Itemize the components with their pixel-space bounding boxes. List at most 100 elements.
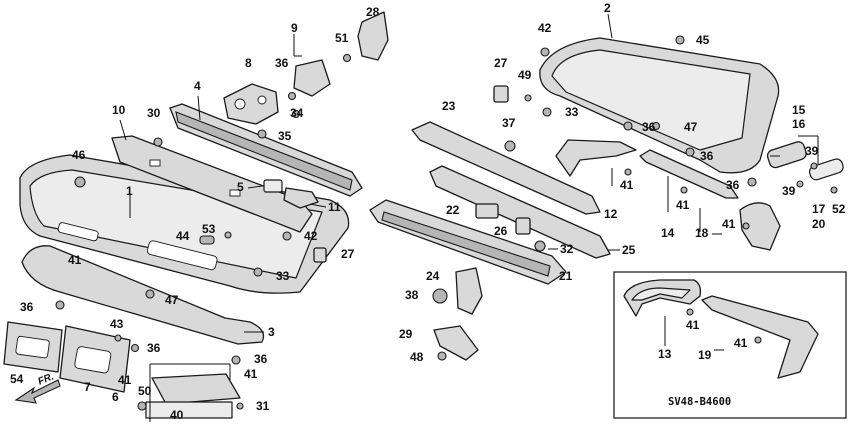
rear-lower-bracket <box>433 325 479 361</box>
callout-41-h: 41 <box>734 336 748 350</box>
rear-beam <box>429 165 611 259</box>
front-absorber <box>111 135 313 233</box>
callout-19: 19 <box>698 348 712 362</box>
callout-36-e: 36 <box>642 120 656 134</box>
rear-block-26 <box>515 217 531 235</box>
callout-37: 37 <box>502 116 516 130</box>
callout-24: 24 <box>426 269 440 283</box>
callout-48: 48 <box>410 350 424 364</box>
callout-44: 44 <box>176 229 190 243</box>
callout-31: 31 <box>256 399 270 413</box>
rear-bracket <box>455 267 483 315</box>
callout-41-e: 41 <box>676 198 690 212</box>
callout-4: 4 <box>194 79 201 93</box>
callout-39-a: 39 <box>805 144 819 158</box>
callout-13: 13 <box>658 347 672 361</box>
rear-strip <box>411 121 601 215</box>
callout-6: 6 <box>112 390 119 404</box>
callout-45: 45 <box>696 33 710 47</box>
callout-21: 21 <box>559 269 573 283</box>
callout-46: 46 <box>72 148 86 162</box>
front-beam <box>169 103 363 197</box>
rear-corner-piece <box>739 202 781 251</box>
callout-42-a: 42 <box>538 21 552 35</box>
front-bracket <box>283 187 319 209</box>
callout-47-b: 47 <box>165 293 179 307</box>
callout-50: 50 <box>138 384 152 398</box>
license-plate-base <box>59 325 131 393</box>
callout-41-a: 41 <box>68 253 82 267</box>
callout-27-rear: 27 <box>494 56 508 70</box>
callout-10: 10 <box>112 103 126 117</box>
callout-36-c: 36 <box>147 341 161 355</box>
rear-side-garnish <box>555 139 637 177</box>
callout-11: 11 <box>328 200 341 214</box>
callout-15: 15 <box>792 103 806 117</box>
callout-27-front: 27 <box>341 247 355 261</box>
inset-frame <box>613 271 847 419</box>
callout-32: 32 <box>560 242 574 256</box>
callout-51: 51 <box>335 31 349 45</box>
callout-36-a: 36 <box>275 56 289 70</box>
callout-41-c: 41 <box>244 367 258 381</box>
callout-34: 34 <box>290 106 304 120</box>
callout-41-d: 41 <box>620 178 634 192</box>
callout-54: 54 <box>10 372 24 386</box>
clip-27 <box>313 247 327 263</box>
callout-18: 18 <box>695 226 709 240</box>
front-fasteners <box>55 53 352 411</box>
callout-26: 26 <box>494 224 508 238</box>
callout-22: 22 <box>446 203 460 217</box>
front-lower-spoiler <box>21 245 265 345</box>
leader-lines <box>119 13 819 422</box>
callout-36-g: 36 <box>726 178 740 192</box>
rear-clip-27 <box>493 85 509 103</box>
callout-17: 17 <box>812 202 826 216</box>
front-plate-assy <box>145 373 241 419</box>
callout-2: 2 <box>604 1 611 15</box>
callout-33-rear: 33 <box>565 105 579 119</box>
callout-42-b: 42 <box>304 229 318 243</box>
callout-16: 16 <box>792 117 806 131</box>
callout-35: 35 <box>278 129 292 143</box>
callout-25: 25 <box>622 243 636 257</box>
front-stay <box>357 11 389 61</box>
front-direction-arrow <box>14 379 61 404</box>
front-actuator <box>223 83 279 125</box>
rear-block-22 <box>475 203 499 219</box>
callout-49: 49 <box>518 68 532 82</box>
callout-3: 3 <box>268 325 275 339</box>
front-bracket-plate <box>293 59 331 97</box>
callout-20: 20 <box>812 217 826 231</box>
rear-side-strip <box>639 149 739 199</box>
diagram-code: SV48-B4600 <box>668 396 732 408</box>
callout-52: 52 <box>832 202 846 216</box>
rear-reflector <box>766 141 844 181</box>
callout-29: 29 <box>399 327 413 341</box>
callout-8: 8 <box>245 56 252 70</box>
callout-23: 23 <box>442 99 456 113</box>
callout-36-d: 36 <box>254 352 268 366</box>
rear-bumper-face <box>539 37 780 174</box>
callout-40: 40 <box>170 408 184 422</box>
callout-53: 53 <box>202 222 216 236</box>
callout-36-f: 36 <box>700 149 714 163</box>
rear-absorber <box>369 199 567 285</box>
callout-43: 43 <box>110 317 124 331</box>
callout-7: 7 <box>84 380 91 394</box>
callout-9: 9 <box>291 21 298 35</box>
callout-38: 38 <box>405 288 419 302</box>
callout-36-b: 36 <box>20 300 34 314</box>
front-pad <box>263 179 283 193</box>
callout-33-front: 33 <box>276 269 290 283</box>
callout-30: 30 <box>147 106 161 120</box>
callout-12: 12 <box>604 207 618 221</box>
callout-14: 14 <box>661 226 675 240</box>
callout-41-g: 41 <box>686 318 700 332</box>
callout-28: 28 <box>366 5 380 19</box>
callout-41-f: 41 <box>722 217 736 231</box>
callout-47-a: 47 <box>684 120 698 134</box>
callout-39-b: 39 <box>782 184 796 198</box>
